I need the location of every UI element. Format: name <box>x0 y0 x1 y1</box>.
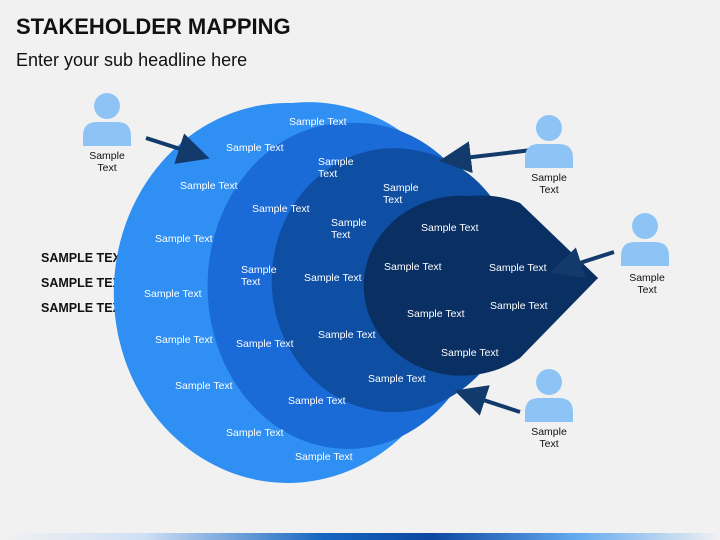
arrow-right <box>550 247 615 278</box>
ring-second-text: Sample Text <box>368 373 426 385</box>
ring-third-text: Sample Text <box>384 261 442 273</box>
person-icon <box>525 369 573 422</box>
ring-outer-text: Sample Text <box>226 142 284 154</box>
page-subtitle: Enter your sub headline here <box>16 50 248 70</box>
person-icon <box>525 115 573 168</box>
side-label-2: SAMPLE TEXT <box>41 276 129 290</box>
ring-second-text: Sample Text <box>318 329 376 341</box>
arrow-top-left <box>145 133 210 164</box>
arrow-bottom-right <box>454 385 521 416</box>
ring-outer-text: Sample Text <box>289 116 347 128</box>
ring-second-text: Sample Text <box>252 203 310 215</box>
ring-outer-text: Sample Text <box>295 451 353 463</box>
ring-inner-text: Sample Text <box>407 308 465 320</box>
ring-second-text: Sample Text <box>236 338 294 350</box>
ring-third-text: Sample Text <box>421 222 479 234</box>
ring-outer-text: Sample Text <box>226 427 284 439</box>
side-label-3: SAMPLE TEXT <box>41 301 129 315</box>
ring-second-text: Sample Text <box>288 395 346 407</box>
ring-third-text: Sample Text <box>489 262 547 274</box>
ring-outer-text: Sample Text <box>144 288 202 300</box>
ring-outer-text: Sample Text <box>175 380 233 392</box>
person-icon <box>83 93 131 146</box>
ring-outer-text: Sample Text <box>155 334 213 346</box>
ring-outer-text: Sample Text <box>180 180 238 192</box>
ring-second-text: Sample Text <box>304 272 362 284</box>
page-title: STAKEHOLDER MAPPING <box>16 14 291 39</box>
ring-inner-text: Sample Text <box>441 347 499 359</box>
ring-outer-text: Sample Text <box>155 233 213 245</box>
arrow-top-right <box>439 141 533 174</box>
side-label-1: SAMPLE TEXT <box>41 251 129 265</box>
footer-bar <box>0 533 720 540</box>
person-icon <box>621 213 669 266</box>
ring-inner-text: Sample Text <box>490 300 548 312</box>
ring-inner <box>363 195 598 376</box>
